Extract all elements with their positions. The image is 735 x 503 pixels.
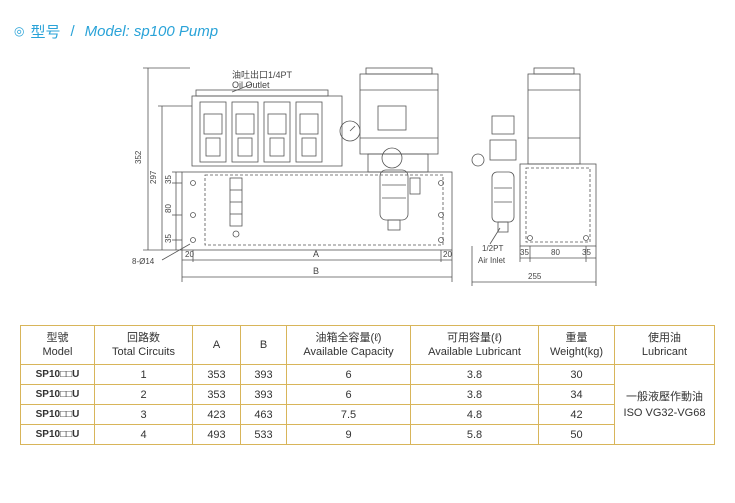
cell-capacity: 6: [286, 384, 411, 405]
cell-weight: 30: [538, 364, 615, 385]
page-heading: ◎ 型号 / Model: sp100 Pump: [14, 20, 218, 42]
cell-capacity: 6: [286, 364, 411, 385]
cell-circuits: 3: [94, 404, 193, 425]
valve-block: [191, 95, 343, 167]
cell-circuits: 4: [94, 424, 193, 445]
dim-a: A: [313, 249, 319, 259]
cell-capacity: 7.5: [286, 404, 411, 425]
cell-circuits: 1: [94, 364, 193, 385]
cell-circuits: 2: [94, 384, 193, 405]
oil-outlet-label-zh: 油吐出口1/4PT: [232, 69, 293, 80]
mount-hole: [190, 212, 196, 218]
cell-model: SP10□□U: [20, 424, 95, 445]
side-dim-80: 80: [551, 248, 560, 257]
cell-weight: 42: [538, 404, 615, 425]
side-dim-255: 255: [528, 272, 542, 281]
technical-drawing: 油吐出口1/4PT Oil Outlet 352 297 35 80 35 8-…: [0, 60, 735, 310]
header-capacity: 油箱全容量(ℓ)Available Capacity: [286, 325, 411, 365]
cell-weight: 50: [538, 424, 615, 445]
air-inlet-label: Air Inlet: [478, 256, 506, 265]
cell-available-lubricant: 3.8: [410, 384, 539, 405]
header-available-lubricant: 可用容量(ℓ)Available Lubricant: [410, 325, 539, 365]
valve-units: [199, 101, 323, 163]
cell-b: 463: [240, 404, 287, 425]
dim-35-bottom: 35: [164, 234, 173, 243]
cell-model: SP10□□U: [20, 384, 95, 405]
dim-b: B: [313, 266, 319, 276]
cell-a: 493: [192, 424, 241, 445]
mount-hole: [438, 212, 444, 218]
dim-20-right: 20: [443, 250, 452, 259]
dim-80: 80: [164, 204, 173, 213]
cell-available-lubricant: 4.8: [410, 404, 539, 425]
filter-bowl: [379, 169, 409, 221]
cell-model: SP10□□U: [20, 404, 95, 425]
cell-available-lubricant: 5.8: [410, 424, 539, 445]
dim-352: 352: [134, 150, 143, 164]
table-row: SP10□□U 4 493 533 9 5.8 50: [20, 424, 715, 445]
side-dim-35-right: 35: [582, 248, 591, 257]
heading-separator: /: [70, 22, 75, 40]
header-a: A: [192, 325, 241, 365]
bullet-icon: ◎: [14, 24, 25, 38]
side-motor: [527, 73, 581, 165]
dim-20-left: 20: [185, 250, 194, 259]
holes-label: 8-Ø14: [132, 257, 155, 266]
table-row: SP10□□U 2 353 393 6 3.8 34: [20, 384, 715, 405]
heading-en: Model: sp100 Pump: [84, 22, 219, 40]
side-regulator: [491, 115, 515, 135]
tank-inner: [204, 174, 444, 246]
oil-outlet-label-en: Oil Outlet: [232, 80, 270, 90]
cell-available-lubricant: 3.8: [410, 364, 539, 385]
table-row: SP10□□U 3 423 463 7.5 4.8 42: [20, 404, 715, 425]
mount-hole: [438, 180, 444, 186]
mount-hole: [190, 237, 196, 243]
side-tank: [519, 163, 597, 247]
side-gauge: [471, 153, 485, 167]
header-b: B: [240, 325, 287, 365]
regulator-gauge: [381, 147, 403, 169]
heading-zh: 型号: [30, 22, 61, 41]
air-motor: [359, 73, 439, 155]
cell-weight: 34: [538, 384, 615, 405]
cell-a: 353: [192, 364, 241, 385]
side-dim-35-left: 35: [520, 248, 529, 257]
dim-35-top: 35: [164, 175, 173, 184]
cell-b: 393: [240, 364, 287, 385]
mount-hole: [438, 237, 444, 243]
cell-a: 353: [192, 384, 241, 405]
cell-model: SP10□□U: [20, 364, 95, 385]
dim-297: 297: [149, 170, 158, 184]
cell-b: 533: [240, 424, 287, 445]
cell-a: 423: [192, 404, 241, 425]
regulator: [377, 105, 407, 131]
tank-body: [181, 171, 453, 251]
side-filter-bowl: [491, 171, 515, 223]
outlet-rail: [195, 89, 329, 97]
mount-hole: [190, 180, 196, 186]
cell-capacity: 9: [286, 424, 411, 445]
cell-b: 393: [240, 384, 287, 405]
air-inlet-pt: 1/2PT: [482, 244, 503, 253]
